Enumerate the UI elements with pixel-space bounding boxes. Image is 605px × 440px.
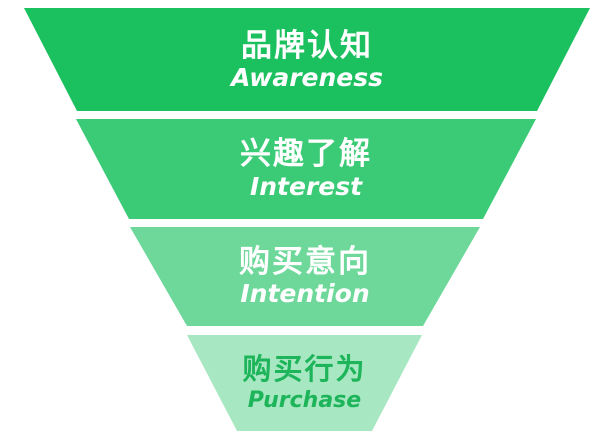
funnel-stage-text: 兴趣了解 Interest bbox=[240, 138, 372, 200]
funnel-stage-awareness: 品牌认知 Awareness bbox=[24, 8, 590, 111]
stage-title-cn: 兴趣了解 bbox=[240, 136, 372, 173]
stage-title-cn: 品牌认知 bbox=[241, 27, 373, 64]
stage-title-en: Intention bbox=[240, 279, 370, 309]
stage-title-en: Purchase bbox=[247, 388, 362, 414]
stage-title-en: Awareness bbox=[231, 63, 383, 93]
stage-title-cn: 购买意向 bbox=[239, 243, 371, 280]
funnel-stage-interest: 兴趣了解 Interest bbox=[76, 119, 536, 219]
funnel-stage-text: 购买意向 Intention bbox=[239, 246, 371, 308]
stage-title-cn: 购买行为 bbox=[242, 351, 367, 386]
funnel-stage-purchase: 购买行为 Purchase bbox=[187, 335, 422, 431]
funnel-stage-shape bbox=[24, 8, 590, 111]
funnel-stage-shape bbox=[130, 227, 480, 326]
stage-title-en: Interest bbox=[249, 171, 363, 201]
funnel-stage-text: 品牌认知 Awareness bbox=[231, 30, 383, 92]
funnel-stage-text: 购买行为 Purchase bbox=[242, 351, 367, 414]
funnel-stage-shape bbox=[187, 335, 422, 431]
funnel-stage-intention: 购买意向 Intention bbox=[130, 227, 480, 326]
funnel-stage-shape bbox=[76, 119, 536, 219]
